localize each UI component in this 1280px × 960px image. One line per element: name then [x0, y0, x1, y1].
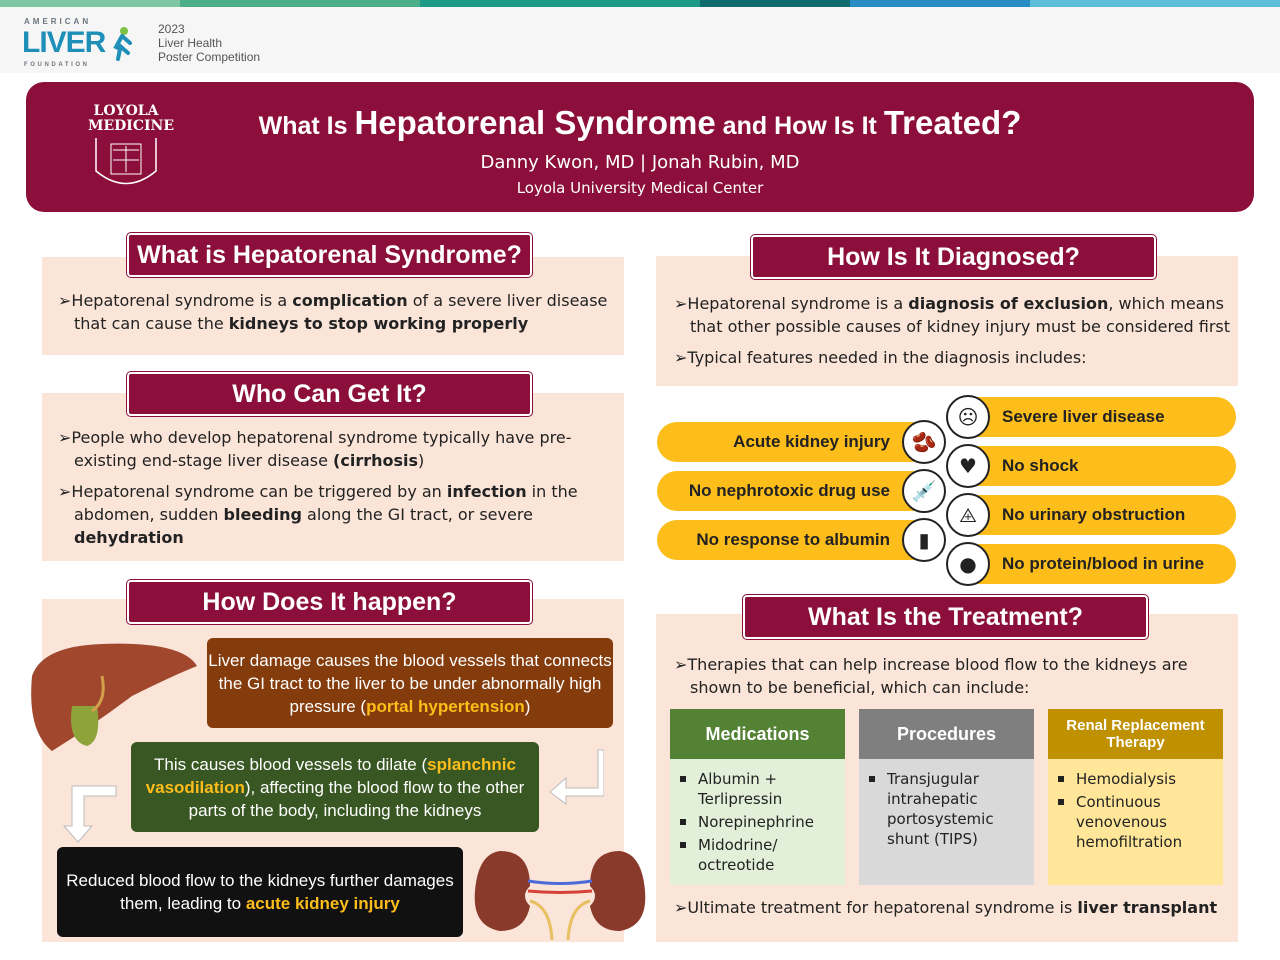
procedures-title: Procedures	[859, 709, 1034, 759]
loyola-logo: LOYOLA MEDICINE	[88, 103, 175, 196]
title-part: Treated?	[883, 104, 1022, 141]
title-part: and How Is It	[715, 112, 884, 140]
comp-line3: Poster Competition	[158, 50, 261, 64]
logo-line2: MEDICINE	[88, 118, 175, 134]
step1-box: Liver damage causes the blood vessels th…	[207, 638, 613, 728]
diag-heading: How Is It Diagnosed?	[751, 235, 1156, 279]
feature-no-urinary-obstruction: No urinary obstruction	[950, 495, 1236, 535]
feature-severe-liver: Severe liver disease	[950, 397, 1236, 437]
diag-text: ➢Hepatorenal syndrome is a diagnosis of …	[674, 294, 1231, 367]
iv-bag-icon: ▮	[902, 518, 946, 562]
logo-line1: LOYOLA	[93, 103, 159, 119]
title-part: What Is	[258, 112, 355, 140]
list-item: Continuous venovenous hemofiltration	[1058, 792, 1213, 852]
feature-no-albumin-response: No response to albumin	[657, 520, 942, 560]
list-item: Transjugular intrahepatic portosystemic …	[869, 769, 1024, 849]
droplet-icon: ●	[946, 542, 990, 586]
comp-year: 2023	[158, 22, 185, 36]
title-banner: LOYOLA MEDICINE What Is Hepatorenal Synd…	[26, 82, 1254, 212]
step3-box: Reduced blood flow to the kidneys furthe…	[57, 847, 463, 937]
who-heading: Who Can Get It?	[127, 372, 532, 416]
seal-icon	[95, 138, 157, 185]
treat-heading: What Is the Treatment?	[743, 595, 1148, 639]
title-part: Hepatorenal Syndrome	[354, 104, 716, 141]
how-heading: How Does It happen?	[127, 580, 532, 624]
top-color-bar	[0, 0, 1280, 7]
medications-title: Medications	[670, 709, 845, 759]
feature-no-shock: No shock	[950, 446, 1236, 486]
who-text: ➢People who develop hepatorenal syndrome…	[58, 428, 578, 547]
feature-acute-kidney-injury: Acute kidney injury	[657, 422, 942, 462]
feature-no-protein-blood: No protein/blood in urine	[950, 544, 1236, 584]
list-item: Albumin + Terlipressin	[680, 769, 835, 809]
runner-icon	[113, 27, 132, 61]
list-item: Midodrine/ octreotide	[680, 835, 835, 875]
sick-face-icon: ☹	[946, 395, 990, 439]
kidney-icon: 🫘	[902, 420, 946, 464]
broken-heart-icon: ♥	[946, 444, 990, 488]
alf-logo: AMERICAN LIVER FOUNDATION	[22, 17, 142, 71]
faucet-icon: ⨹	[946, 493, 990, 537]
what-heading: What is Hepatorenal Syndrome?	[127, 233, 532, 277]
treat-final: ➢Ultimate treatment for hepatorenal synd…	[674, 898, 1218, 917]
authors: Danny Kwon, MD | Jonah Rubin, MD	[480, 152, 800, 173]
poster-title: What Is Hepatorenal Syndrome and How Is …	[26, 104, 1254, 142]
institution: Loyola University Medical Center	[516, 179, 764, 197]
page-header: AMERICAN LIVER FOUNDATION 2023 Liver Hea…	[0, 7, 1280, 73]
arrow-down-icon	[62, 785, 117, 843]
treat-intro: ➢Therapies that can help increase blood …	[674, 655, 1188, 697]
comp-line2: Liver Health	[158, 36, 223, 50]
step2-box: This causes blood vessels to dilate (spl…	[131, 742, 539, 832]
procedures-column: Procedures Transjugular intrahepatic por…	[859, 709, 1034, 885]
list-item: Hemodialysis	[1058, 769, 1213, 789]
syringe-icon: 💉	[902, 469, 946, 513]
arrow-down-left-icon	[549, 749, 604, 805]
what-text: ➢Hepatorenal syndrome is a complication …	[58, 291, 608, 333]
who-panel	[42, 393, 624, 561]
liver-icon	[31, 643, 197, 751]
rrt-title: Renal Replacement Therapy	[1048, 709, 1223, 759]
alf-top-text: AMERICAN	[24, 17, 92, 26]
alf-main-text: LIVER	[22, 26, 106, 59]
feature-no-nephrotoxic: No nephrotoxic drug use	[657, 471, 942, 511]
alf-bottom-text: FOUNDATION	[24, 62, 90, 68]
kidneys-icon	[474, 851, 646, 940]
list-item: Norepinephrine	[680, 812, 835, 832]
competition-label: 2023 Liver Health Poster Competition	[158, 22, 260, 64]
